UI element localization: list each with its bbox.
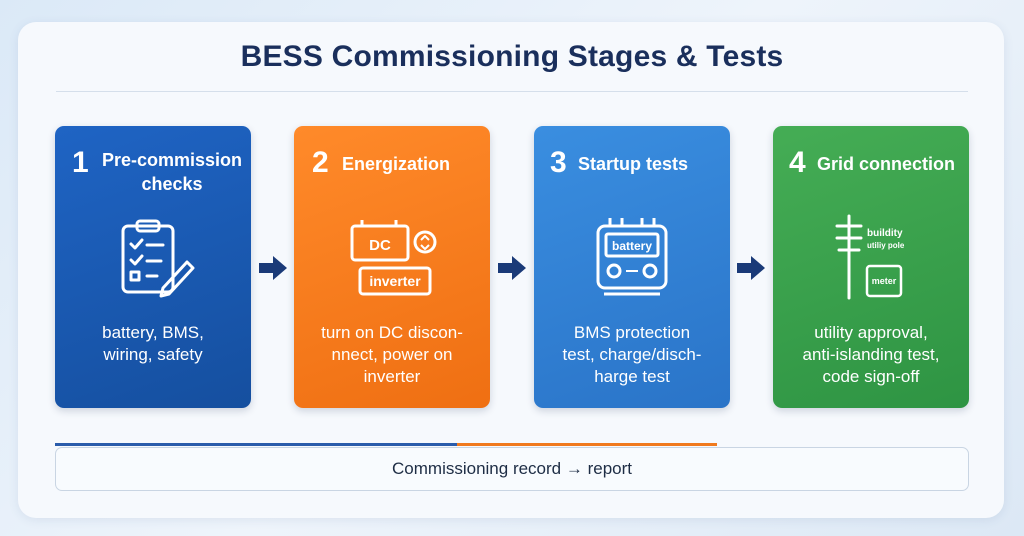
stage-description-line: wiring, safety — [103, 345, 203, 364]
stage-name-line: Energization — [342, 154, 451, 174]
stage-card-4: 4 Grid connection buildity utiliy pole m… — [773, 126, 969, 408]
progress-segment — [55, 443, 457, 446]
stage-description-line: battery, BMS, — [102, 323, 204, 342]
record-label: Commissioning record → report — [392, 459, 632, 478]
stage-description-line: turn on DC discon- — [321, 323, 463, 342]
battery-tester-icon: battery — [596, 218, 668, 296]
stage-description: turn on DC discon- nnect, power on inver… — [302, 322, 482, 388]
stage-description-line: BMS protection — [573, 323, 691, 342]
stage-name-line: checks — [141, 174, 203, 194]
stage-description-line: harge test — [594, 367, 670, 386]
dc-inverter-icon: DC inverter — [350, 220, 437, 296]
stage-number: 4 — [789, 146, 806, 179]
stage-name-line: Grid connection — [817, 154, 956, 174]
pole-label-line: buildity — [867, 228, 903, 239]
arrow-right-icon — [259, 256, 287, 280]
stage-description-line: inverter — [363, 367, 421, 386]
stage-number: 1 — [72, 146, 89, 179]
stage-description: utility approval, anti-islanding test, c… — [781, 322, 961, 388]
stage-name: Startup tests — [578, 152, 688, 176]
stage-name: Energization — [342, 152, 450, 176]
stage-name: Grid connection — [817, 152, 955, 176]
progress-segment — [457, 443, 717, 446]
inverter-label: inverter — [369, 273, 421, 289]
stage-name-line: Pre-commission — [101, 150, 243, 170]
stage-description-line: utility approval, — [814, 323, 928, 342]
stage-name-line: Startup tests — [578, 154, 689, 174]
arrow-right-icon — [498, 256, 526, 280]
stage-description-line: test, charge/disch- — [562, 345, 702, 364]
arrow-right-icon — [737, 256, 765, 280]
stage-description: battery, BMS, wiring, safety — [63, 322, 243, 366]
stage-name: Pre-commission checks — [97, 148, 247, 196]
stage-description-line: anti-islanding test, — [802, 345, 940, 364]
stage-description: BMS protection test, charge/disch- harge… — [542, 322, 722, 388]
dc-label: DC — [369, 237, 391, 254]
clipboard-checklist-icon — [121, 219, 195, 298]
utility-pole-meter-icon: buildity utiliy pole meter — [835, 214, 905, 300]
stage-number: 2 — [312, 146, 329, 179]
stage-card-2: 2 Energization DC inverter turn on DC di… — [294, 126, 490, 408]
title-divider — [56, 91, 968, 92]
page-title: BESS Commissioning Stages & Tests — [240, 40, 784, 73]
stage-number: 3 — [550, 146, 567, 179]
meter-label: meter — [872, 276, 897, 286]
commissioning-record-bar: Commissioning record → report — [55, 447, 969, 491]
battery-label: battery — [612, 239, 652, 253]
stage-description-line: nnect, power on — [331, 345, 453, 364]
stage-card-3: 3 Startup tests battery BMS protection t… — [534, 126, 730, 408]
stage-description-line: code sign-off — [822, 367, 920, 386]
stage-card-1: 1 Pre-commission checks battery, BMS, wi… — [55, 126, 251, 408]
pole-label-line: utiliy pole — [867, 241, 905, 250]
